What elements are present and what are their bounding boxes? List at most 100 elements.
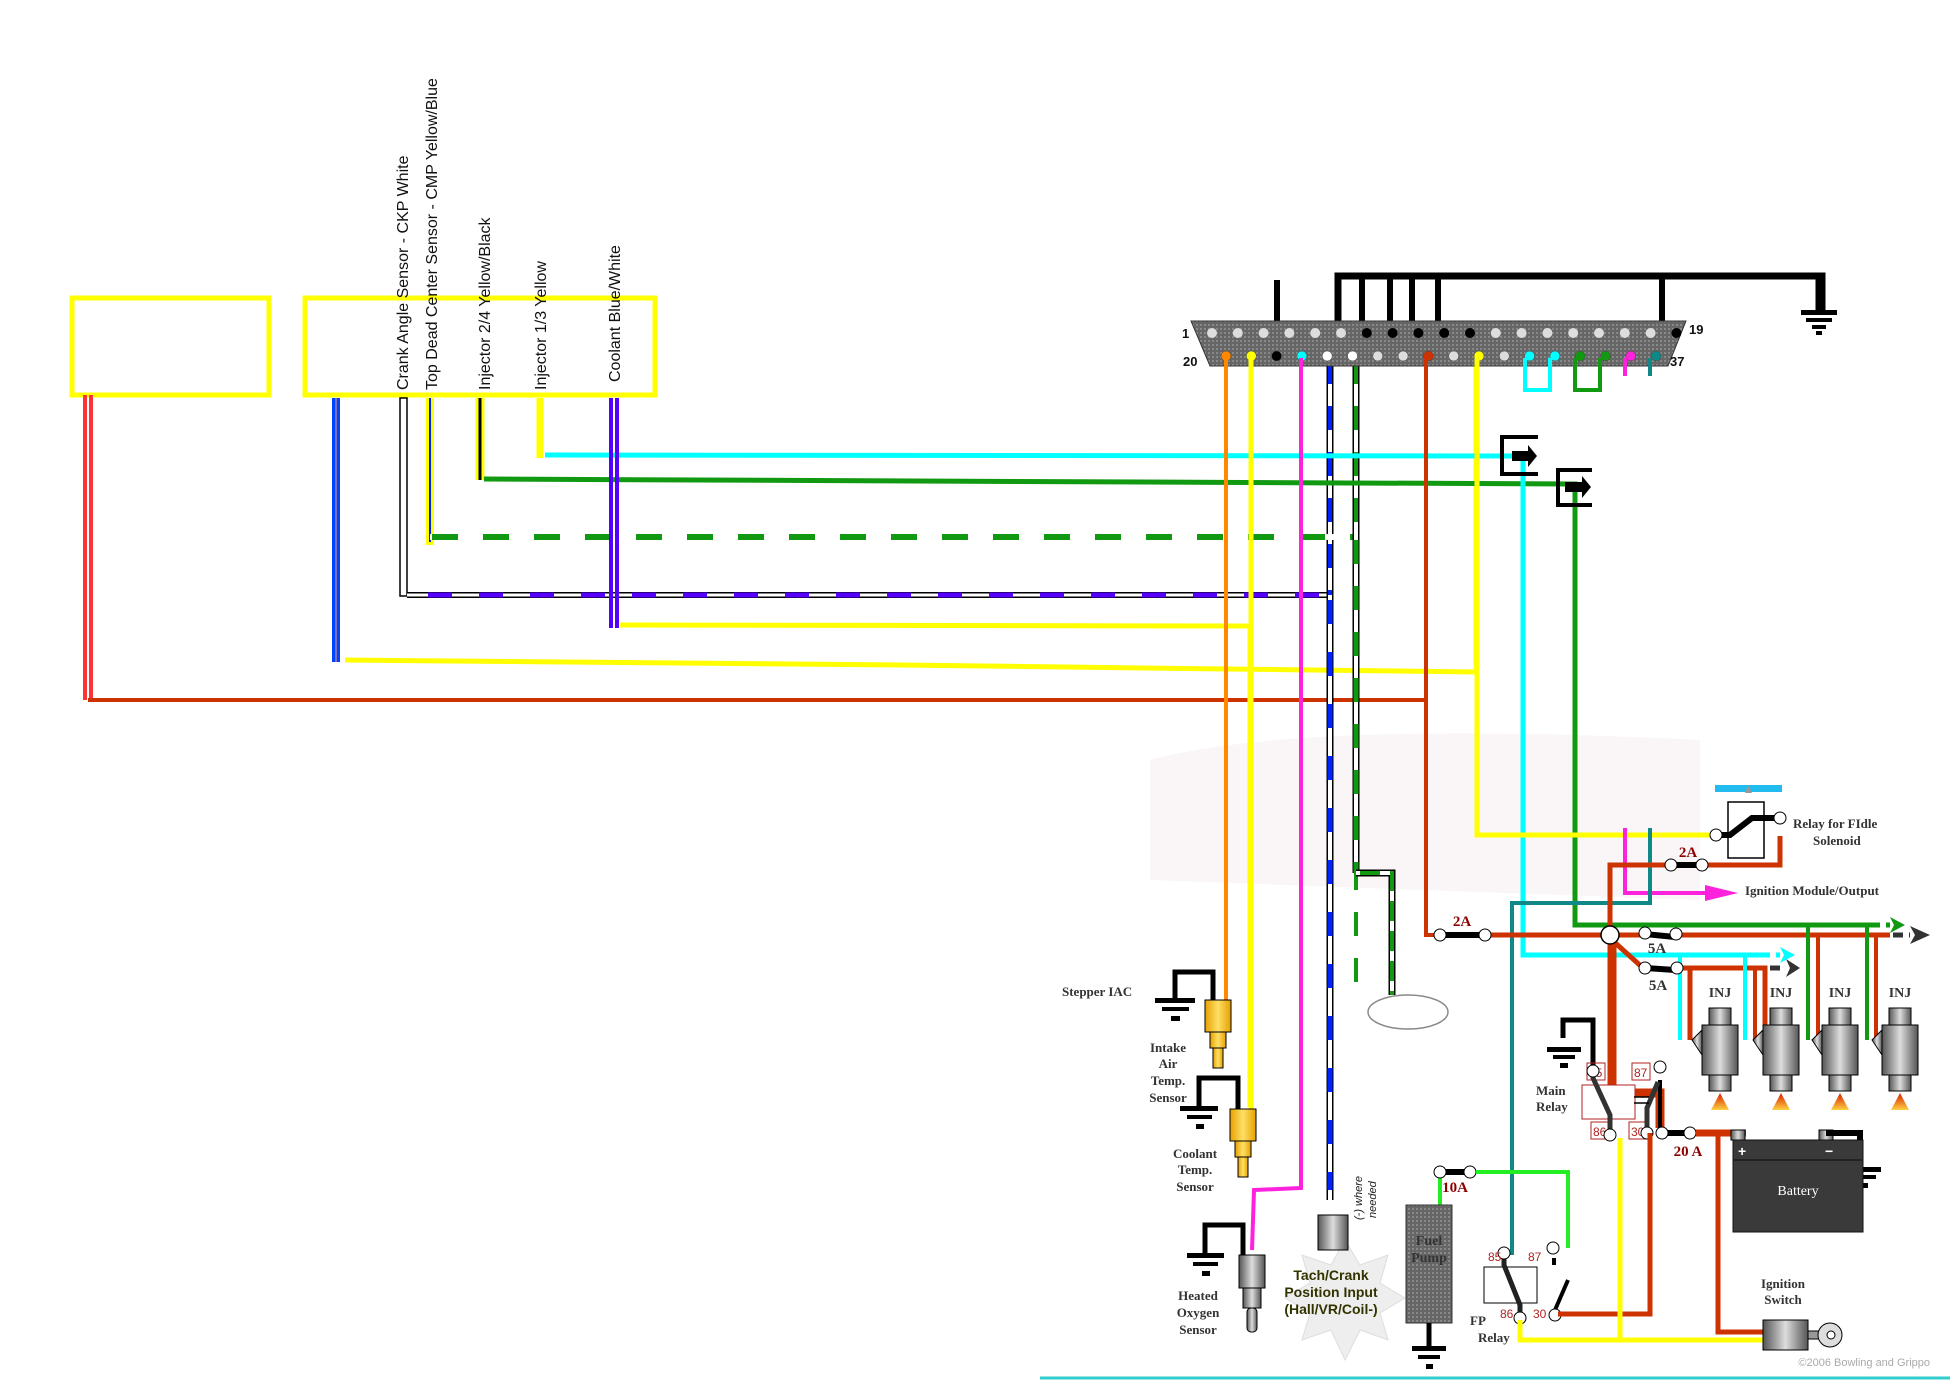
pin-label-37: 37 bbox=[1670, 354, 1684, 369]
label-ckp: Crank Angle Sensor - CKP White bbox=[395, 155, 412, 390]
label-inj13: Injector 1/3 Yellow bbox=[533, 261, 550, 390]
wire-fp-relay-86 bbox=[1517, 1320, 1620, 1343]
wire-ckp-white bbox=[399, 360, 1334, 598]
fuse-label: 2A bbox=[1679, 845, 1698, 861]
fuse-label: 20 A bbox=[1674, 1144, 1703, 1160]
spray-icon bbox=[1831, 1093, 1849, 1110]
wire-inj24 bbox=[475, 398, 1870, 928]
arrow-icon bbox=[1890, 917, 1905, 933]
arrow-icon bbox=[1705, 885, 1738, 901]
cts-label: Coolant Temp. Sensor bbox=[1173, 1146, 1218, 1194]
svg-text:Coolant: Coolant bbox=[1173, 1146, 1218, 1161]
injector-label: INJ bbox=[1889, 986, 1912, 1001]
svg-text:86: 86 bbox=[1500, 1307, 1514, 1321]
gear-icon bbox=[1284, 1239, 1406, 1362]
connector-pin bbox=[1321, 350, 1333, 362]
connector-pin bbox=[1542, 328, 1553, 338]
svg-text:30: 30 bbox=[1533, 1307, 1547, 1321]
connector-pin bbox=[1671, 328, 1682, 338]
injector: INJ bbox=[1871, 986, 1919, 1110]
svg-text:86: 86 bbox=[1593, 1125, 1607, 1139]
svg-text:Heated: Heated bbox=[1178, 1288, 1218, 1303]
pin-label-1: 1 bbox=[1182, 326, 1189, 341]
heated-oxygen-sensor bbox=[1187, 1222, 1266, 1333]
label-cmp: Top Dead Center Sensor - CMP Yellow/Blue bbox=[424, 78, 441, 390]
minus-icon: − bbox=[1825, 1143, 1833, 1159]
svg-text:FP: FP bbox=[1470, 1313, 1486, 1328]
connector-pin bbox=[1619, 328, 1630, 338]
connector-pin bbox=[1650, 350, 1662, 362]
svg-text:85: 85 bbox=[1488, 1250, 1502, 1264]
connector-pin bbox=[1232, 328, 1243, 338]
svg-text:Air: Air bbox=[1159, 1056, 1178, 1071]
fuse-label: 2A bbox=[1453, 914, 1472, 930]
fuse-label: 5A bbox=[1648, 941, 1667, 957]
svg-text:Sensor: Sensor bbox=[1179, 1322, 1217, 1337]
svg-text:87: 87 bbox=[1528, 1250, 1542, 1264]
svg-text:Pump: Pump bbox=[1411, 1251, 1447, 1266]
fuse-5a-upper: 5A bbox=[1638, 926, 1683, 957]
injector: INJ bbox=[1752, 986, 1800, 1110]
intake-air-temp-sensor bbox=[1155, 969, 1232, 1069]
connector-pin bbox=[1594, 328, 1604, 338]
connector-pin bbox=[1439, 328, 1450, 338]
spray-icon bbox=[1891, 1093, 1909, 1110]
connector-pin bbox=[1310, 328, 1321, 338]
connector-pin bbox=[1499, 350, 1510, 362]
connector-pin bbox=[1600, 350, 1611, 362]
connector-pin bbox=[1271, 350, 1282, 362]
ignition-switch: Ignition Switch bbox=[1761, 1276, 1843, 1351]
relay-fidle-solenoid: Relay for FIdle Solenoid bbox=[1709, 785, 1877, 859]
connector-pin bbox=[1258, 328, 1269, 338]
svg-text:Relay: Relay bbox=[1536, 1099, 1568, 1114]
ground-icon bbox=[1801, 276, 1837, 335]
connector-pin bbox=[1465, 328, 1475, 338]
svg-text:Ignition: Ignition bbox=[1761, 1276, 1806, 1291]
fuse-2a-fidle: 2A bbox=[1664, 845, 1709, 872]
connector-pin bbox=[1490, 328, 1501, 338]
wire-inj13 bbox=[536, 398, 1760, 958]
arrow-icon bbox=[1786, 959, 1800, 977]
arrow-icon bbox=[1780, 947, 1795, 963]
svg-text:87: 87 bbox=[1634, 1066, 1648, 1080]
tach-label-2: Position Input bbox=[1284, 1284, 1378, 1300]
connector-pin bbox=[1413, 328, 1424, 338]
svg-text:Main: Main bbox=[1536, 1083, 1566, 1098]
svg-text:Sensor: Sensor bbox=[1176, 1179, 1214, 1194]
battery-label: Battery bbox=[1777, 1184, 1818, 1199]
svg-text:Sensor: Sensor bbox=[1149, 1090, 1187, 1105]
svg-text:Fuel: Fuel bbox=[1416, 1234, 1443, 1249]
sensor-labels: Crank Angle Sensor - CKP White Top Dead … bbox=[395, 78, 624, 390]
connector-pin bbox=[1347, 350, 1358, 362]
pin-label-19: 19 bbox=[1689, 322, 1703, 337]
connector-pin bbox=[1645, 328, 1656, 338]
relay-fidle-label-2: Solenoid bbox=[1813, 833, 1861, 848]
svg-text:Intake: Intake bbox=[1150, 1040, 1186, 1055]
ecu-connector: 1 19 20 37 bbox=[1182, 272, 1826, 369]
iat-label: Intake Air Temp. Sensor bbox=[1149, 1040, 1187, 1105]
where-needed-1: (-) where bbox=[1353, 1176, 1365, 1220]
wire-cmp-yellow-blue bbox=[426, 360, 1360, 1003]
svg-text:Relay: Relay bbox=[1478, 1330, 1510, 1345]
fuse-5a-lower: 5A bbox=[1638, 961, 1684, 994]
where-needed-2: needed bbox=[1367, 1180, 1379, 1218]
ecu-box-left bbox=[69, 295, 272, 398]
fuse-2a-main: 2A bbox=[1433, 914, 1492, 942]
tach-label-3: (Hall/VR/Coil-) bbox=[1284, 1301, 1377, 1317]
svg-text:Temp.: Temp. bbox=[1151, 1073, 1186, 1088]
connector-pin bbox=[1397, 350, 1409, 362]
spray-icon bbox=[1772, 1093, 1790, 1110]
connector-pin bbox=[1284, 328, 1295, 338]
tach-crank-input: Tach/Crank Position Input (Hall/VR/Coil-… bbox=[1284, 1176, 1406, 1362]
connector-pin bbox=[1387, 328, 1398, 338]
connector-pin bbox=[1568, 328, 1579, 338]
injector-label: INJ bbox=[1829, 986, 1852, 1001]
fuse-20a: 20 A bbox=[1558, 1126, 1766, 1335]
main-relay: 85 87 86 30 Main Relay bbox=[1536, 1017, 1667, 1142]
injector: INJ bbox=[1811, 986, 1859, 1110]
connector-pin bbox=[1549, 350, 1561, 362]
pin-label-20: 20 bbox=[1183, 354, 1197, 369]
connector-pin bbox=[1372, 350, 1384, 362]
svg-text:Temp.: Temp. bbox=[1178, 1162, 1213, 1177]
